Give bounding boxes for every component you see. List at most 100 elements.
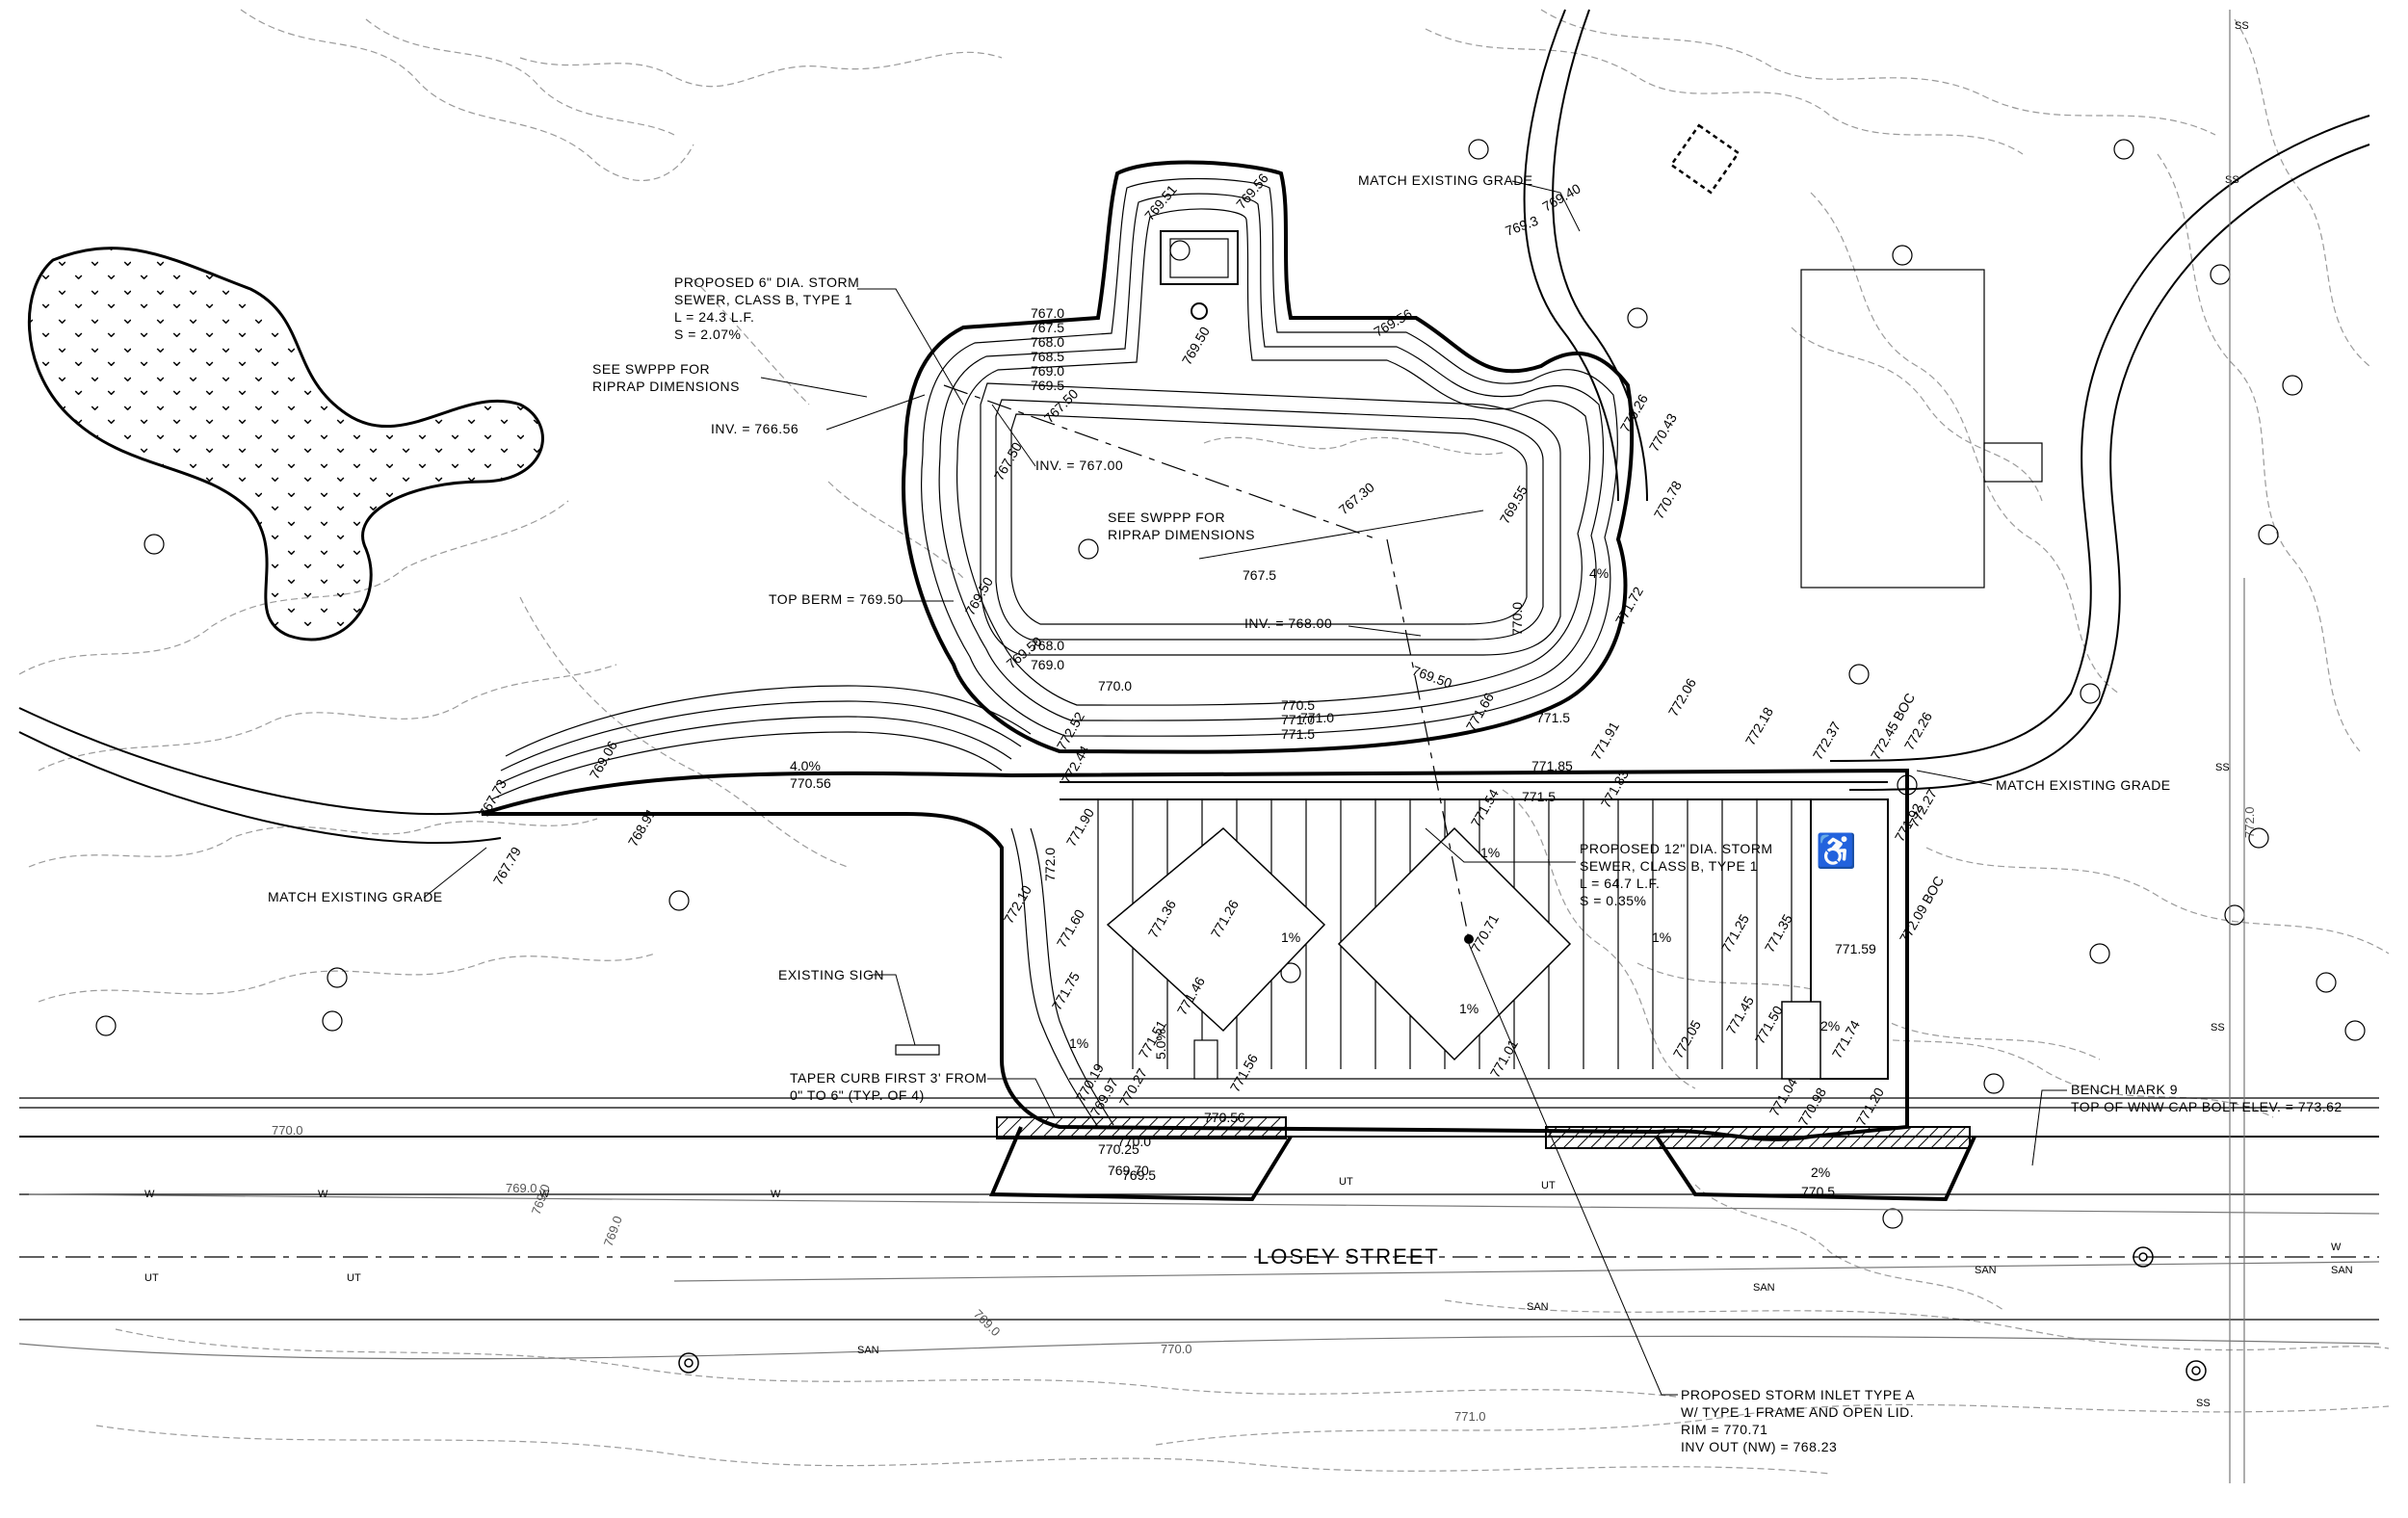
note-invert-2: INV. = 767.00 <box>1035 458 1123 473</box>
note-invert-3: INV. = 768.00 <box>1244 615 1332 631</box>
slope-label: 1% <box>1459 1001 1479 1016</box>
contour-label: 767.0 <box>1031 305 1064 321</box>
storm-sewer-label: SS <box>2225 174 2239 186</box>
spot-elevation: 771.72 <box>1612 584 1646 627</box>
contour-label: 771.0 <box>1281 712 1315 727</box>
spot-elevation: 767.30 <box>1336 479 1377 517</box>
contour-label: 768.0 <box>1031 334 1064 350</box>
note-inlet-line3: RIM = 770.71 <box>1681 1422 1767 1437</box>
slope-label: 4% <box>1589 565 1609 581</box>
note-storm-6-line1: PROPOSED 6" DIA. STORM <box>674 275 859 290</box>
telecom-line-label: UT <box>144 1272 159 1284</box>
note-inlet-line4: INV OUT (NW) = 768.23 <box>1681 1439 1837 1454</box>
contour-label: 770.0 <box>1161 1342 1192 1356</box>
slope-label: 1% <box>1069 1035 1088 1051</box>
spot-elevation: 771.01 <box>1487 1036 1521 1080</box>
spot-elevation: 769.51 <box>1141 182 1180 223</box>
spot-elevation: 770.98 <box>1795 1085 1829 1128</box>
spot-elevation: 769.5 <box>1122 1167 1156 1183</box>
spot-elevation: 767.79 <box>490 844 524 887</box>
spot-elevation: 772.0 <box>1042 848 1058 881</box>
spot-elevation: 769.70 <box>1108 1163 1149 1178</box>
note-bench-mark-line2: TOP OF WNW CAP BOLT ELEV. = 773.62 <box>2071 1099 2343 1114</box>
water-line-label: W <box>2331 1242 2342 1253</box>
slope-label: 5.0% <box>1153 1029 1168 1060</box>
note-swppp-2-line1: SEE SWPPP FOR <box>1108 510 1225 525</box>
water-line-label: W <box>771 1189 781 1200</box>
existing-building <box>1800 269 1985 589</box>
note-storm-12-line4: S = 0.35% <box>1580 893 1647 908</box>
storm-sewer-label: SS <box>2215 762 2230 773</box>
contour-label: 772.0 <box>2242 806 2257 838</box>
storm-sewer-label: SS <box>2196 1398 2211 1409</box>
spot-elevation: 770.25 <box>1098 1141 1139 1157</box>
spot-elevation: 770.56 <box>1204 1110 1245 1125</box>
spot-elevation: 770.56 <box>790 775 831 791</box>
contour-label: 770.0 <box>272 1123 303 1138</box>
slope-label: 2% <box>1820 1018 1840 1034</box>
note-storm-12-line1: PROPOSED 12" DIA. STORM <box>1580 841 1773 856</box>
spot-elevation: 771.25 <box>1718 911 1752 955</box>
note-match-existing-left: MATCH EXISTING GRADE <box>268 889 443 904</box>
note-swppp-2-line2: RIPRAP DIMENSIONS <box>1108 527 1255 542</box>
contour-label: 769.0 <box>1031 657 1064 672</box>
telecom-line-label: UT <box>1339 1176 1353 1188</box>
note-swppp-1-line1: SEE SWPPP FOR <box>592 361 710 377</box>
spot-elevation: 772.05 <box>1670 1017 1704 1060</box>
spot-elevation: 771.04 <box>1767 1075 1800 1118</box>
contour-label: 767.5 <box>1243 567 1276 583</box>
telecom-line-label: UT <box>1541 1180 1556 1191</box>
spot-elevation: 769.3 <box>1504 213 1541 239</box>
spot-elevation: 771.0 <box>1300 710 1334 725</box>
note-match-existing-top: MATCH EXISTING GRADE <box>1358 172 1533 188</box>
spot-elevation: 770.43 <box>1646 410 1680 454</box>
note-storm-6-line3: L = 24.3 L.F. <box>674 309 754 325</box>
utility-labels: W W W W W UT UT UT UT SAN SAN SAN SAN SA… <box>144 20 2353 1409</box>
note-match-existing-right: MATCH EXISTING GRADE <box>1996 777 2171 793</box>
manholes <box>678 1246 2207 1381</box>
storm-pipe-12 <box>1386 538 1470 940</box>
contour-label: 771.5 <box>1281 726 1315 742</box>
spot-elevation: 772.45 BOC <box>1868 691 1918 763</box>
contour-labels: 767.0 767.5 768.0 768.5 769.0 769.5 770.… <box>272 305 2257 1424</box>
spot-elevation: 771.56 <box>1227 1051 1261 1094</box>
contour-label: 771.5 <box>1536 710 1570 725</box>
note-bench-mark-line1: BENCH MARK 9 <box>2071 1082 2178 1097</box>
sanitary-line-label: SAN <box>1975 1265 1997 1276</box>
storm-sewer-label: SS <box>2235 20 2249 32</box>
spot-elevation: 772.37 <box>1810 719 1844 762</box>
spot-elevation: 771.20 <box>1853 1085 1887 1128</box>
contour-label: 769.0 <box>601 1214 625 1248</box>
spot-elevation: 771.59 <box>1835 941 1876 956</box>
note-taper-curb-line1: TAPER CURB FIRST 3' FROM <box>790 1070 987 1086</box>
note-inlet-line2: W/ TYPE 1 FRAME AND OPEN LID. <box>1681 1404 1914 1420</box>
spot-elevation: 772.18 <box>1742 704 1776 747</box>
contour-label: 769.5 <box>1031 378 1064 393</box>
spot-elevation: 772.06 <box>1665 675 1699 719</box>
note-inlet-line1: PROPOSED STORM INLET TYPE A <box>1681 1387 1915 1402</box>
spot-elevation: 771.60 <box>1054 906 1087 950</box>
note-swppp-1-line2: RIPRAP DIMENSIONS <box>592 379 740 394</box>
west-slope-grading <box>490 685 1114 1128</box>
spot-elevation: 770.78 <box>1651 478 1685 521</box>
slope-label: 4.0% <box>790 758 821 773</box>
spot-elevation: 770.5 <box>1801 1184 1835 1199</box>
spot-elevation: 770.0 <box>1117 1134 1151 1149</box>
sanitary-line-label: SAN <box>857 1345 879 1356</box>
note-top-berm: TOP BERM = 769.50 <box>769 591 903 607</box>
parking-lot: ♿ <box>481 768 1909 1141</box>
note-storm-12-line2: SEWER, CLASS B, TYPE 1 <box>1580 858 1758 874</box>
spot-elevation: 769.56 <box>1372 305 1415 339</box>
water-line-label: W <box>539 1189 550 1200</box>
storm-sewer-label: SS <box>2211 1022 2225 1034</box>
water-line-label: W <box>144 1189 155 1200</box>
accessible-icon: ♿ <box>1816 832 1856 870</box>
note-storm-6-line4: S = 2.07% <box>674 327 742 342</box>
spot-elevation: 769.56 <box>1233 170 1271 212</box>
spot-elevation: 771.45 <box>1723 993 1757 1036</box>
spot-elevation: 772.10 <box>1001 882 1034 926</box>
storm-pipe-6 <box>943 384 1378 540</box>
spot-elevation: 769.55 <box>1497 483 1531 526</box>
existing-structure <box>1669 123 1741 195</box>
